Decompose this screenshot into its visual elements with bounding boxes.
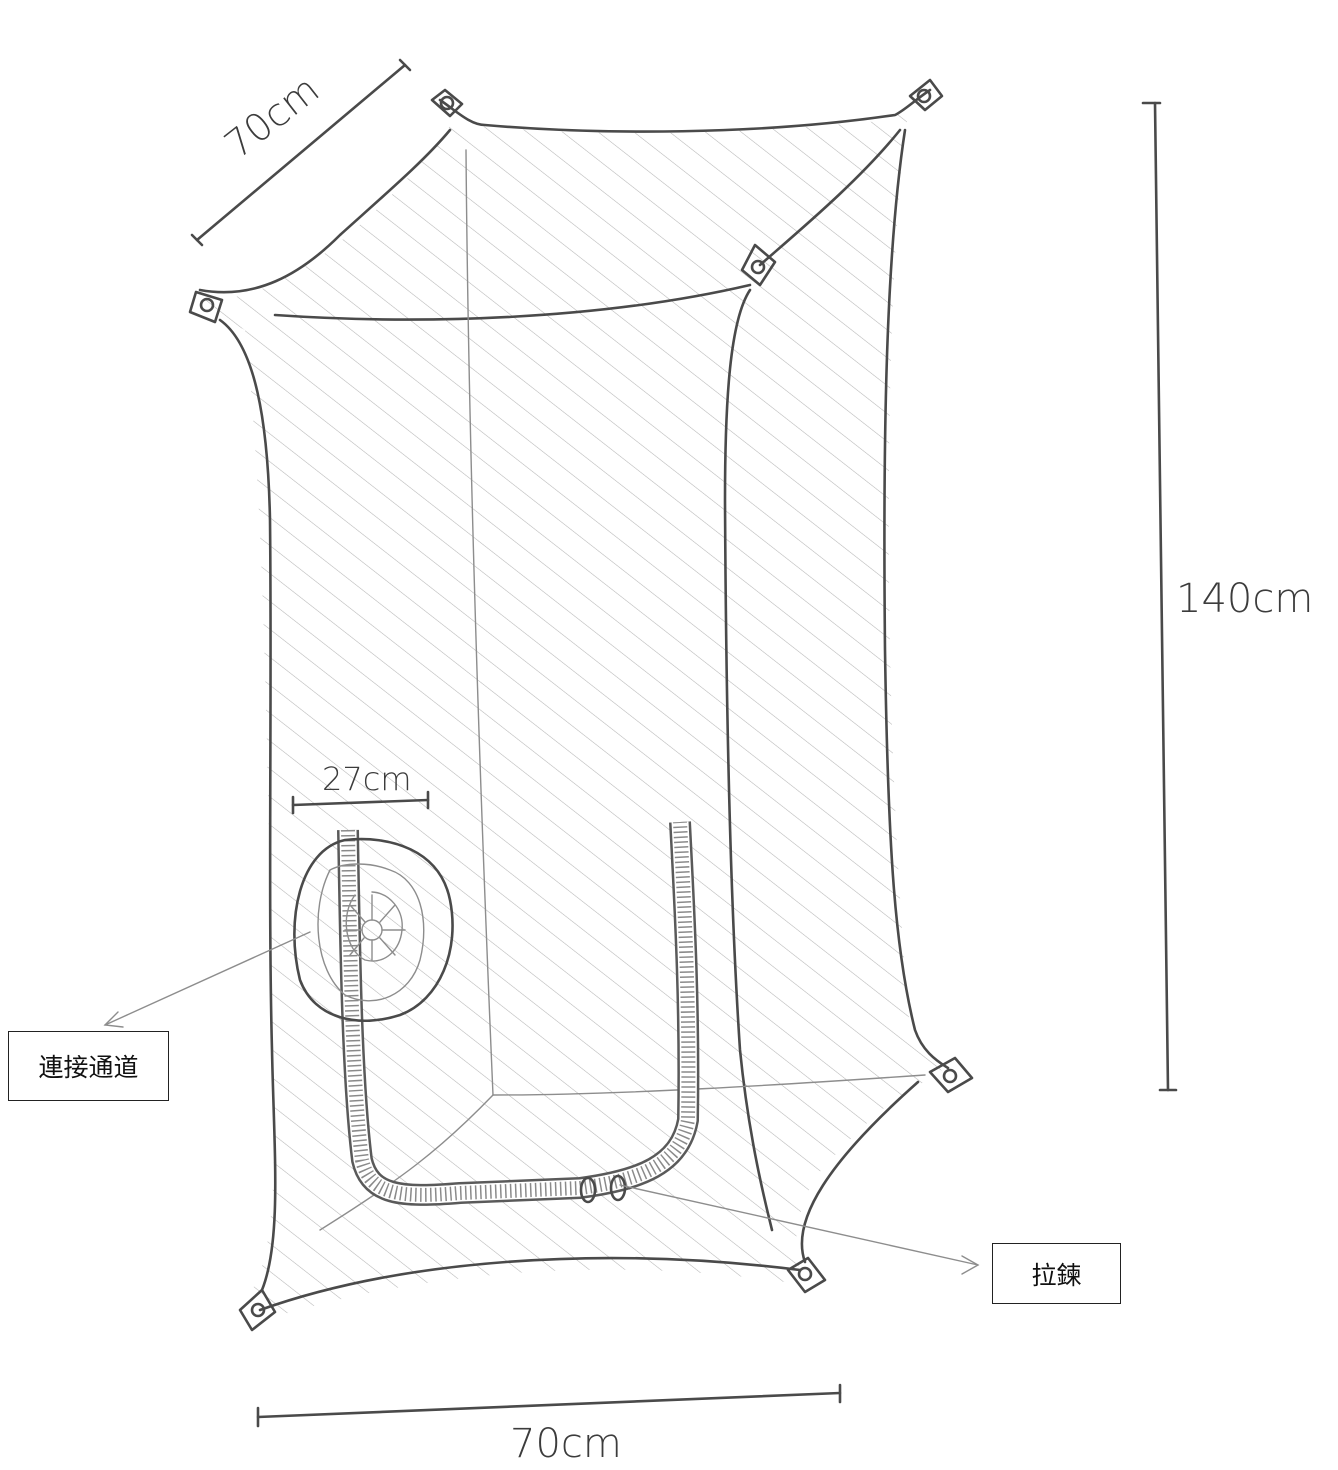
eyelet-top-left: [188, 290, 224, 324]
channel-callout: 連接通道: [8, 1031, 169, 1101]
front-top-edge: [273, 283, 752, 321]
top-right-edge: [758, 128, 902, 267]
width-label: 70cm: [510, 1421, 622, 1467]
eyelet-top-back-right: [908, 78, 944, 112]
inner-back-vertical: [465, 149, 494, 1096]
channel-callout-text: 連接通道: [38, 1053, 139, 1082]
height-dimension: 140cm: [1141, 101, 1313, 1092]
width-dimension: 70cm: [256, 1383, 842, 1467]
zipper-leader-arrow: [619, 1184, 980, 1275]
zipper-callout-text: 拉鍊: [1031, 1260, 1082, 1290]
eyelet-bottom-back-right: [928, 1056, 974, 1094]
eyelet-top-front-right: [740, 243, 777, 287]
tent-body-hatching: [205, 100, 945, 1320]
bottom-front-edge: [258, 1256, 802, 1312]
connection-channel: [293, 837, 454, 1022]
zipper-pull-left: [579, 1176, 597, 1204]
eyelet-top-back-left: [430, 88, 464, 118]
front-right-edge: [723, 288, 774, 1232]
inner-floor-diagonal: [319, 1094, 494, 1231]
depth-label: 70cm: [216, 67, 327, 167]
opening-label: 27cm: [322, 760, 411, 798]
zipper-callout: 拉鍊: [992, 1243, 1121, 1304]
zipper: [337, 821, 700, 1206]
back-right-edge: [883, 128, 950, 1070]
left-edge: [218, 318, 277, 1292]
height-label: 140cm: [1176, 576, 1313, 622]
opening-dimension: 27cm: [291, 760, 430, 815]
zipper-pull-right: [609, 1174, 627, 1202]
top-panel-outline: [198, 88, 932, 294]
inner-floor-back: [492, 1074, 926, 1096]
bottom-right-edge: [800, 1080, 920, 1264]
eyelet-bottom-left: [238, 1288, 277, 1332]
channel-leader-arrow: [103, 931, 311, 1028]
eyelet-bottom-front-right: [786, 1256, 827, 1294]
